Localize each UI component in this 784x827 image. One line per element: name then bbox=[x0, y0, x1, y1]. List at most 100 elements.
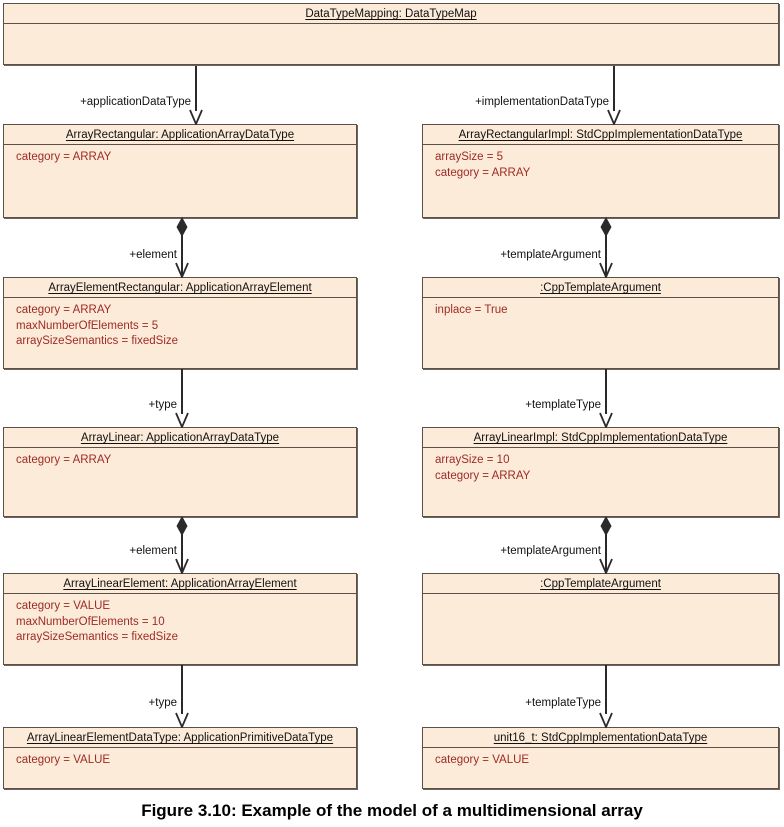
uml-object-cppTemplateArgument1: :CppTemplateArgument inplace = True bbox=[422, 277, 779, 369]
uml-object-title-text: ArrayRectangular: ApplicationArrayDataTy… bbox=[65, 129, 295, 141]
uml-object-title-text: ArrayLinearImpl: StdCppImplementationDat… bbox=[473, 432, 728, 444]
arrow-head-icon bbox=[598, 412, 614, 430]
arrow-head-icon bbox=[174, 712, 190, 730]
arrow-head-icon bbox=[598, 712, 614, 730]
connector-label-e6: +templateType bbox=[525, 399, 601, 411]
connector-label-e3: +element bbox=[129, 249, 177, 261]
uml-object-title: unit16_t: StdCppImplementationDataType bbox=[423, 728, 778, 747]
composition-diamond-icon bbox=[176, 217, 189, 237]
uml-compartment-separator bbox=[4, 297, 356, 298]
uml-object-title-text: unit16_t: StdCppImplementationDataType bbox=[493, 732, 708, 744]
uml-compartment-separator bbox=[4, 144, 356, 145]
uml-object-title: ArrayLinearElement: ApplicationArrayElem… bbox=[4, 574, 356, 593]
uml-attribute: arraySize = 5 bbox=[435, 151, 504, 163]
uml-attribute-compartment: category = ARRAY maxNumberOfElements = 5 a… bbox=[4, 298, 356, 350]
uml-attribute-compartment: category = VALUE bbox=[423, 748, 778, 769]
uml-attribute-compartment: arraySize = 5 category = ARRAY bbox=[423, 145, 778, 181]
connector-label-e8: +templateArgument bbox=[500, 545, 601, 557]
connector-label-e9: +type bbox=[148, 697, 177, 709]
uml-attribute-compartment: arraySize = 10 category = ARRAY bbox=[423, 448, 778, 484]
connector-label-e10: +templateType bbox=[525, 697, 601, 709]
uml-attribute: category = VALUE bbox=[16, 754, 111, 766]
uml-attribute: category = ARRAY bbox=[16, 151, 112, 163]
arrow-head-icon bbox=[606, 109, 622, 127]
uml-compartment-separator bbox=[4, 593, 356, 594]
uml-compartment-separator bbox=[423, 747, 778, 748]
arrow-head-icon bbox=[598, 558, 614, 576]
connector-line-e1 bbox=[195, 66, 197, 111]
connector-line-e7 bbox=[181, 534, 183, 573]
uml-object-title: ArrayRectangularImpl: StdCppImplementati… bbox=[423, 125, 778, 144]
uml-object-title: ArrayLinearElementDataType: ApplicationP… bbox=[4, 728, 356, 747]
uml-object-title-text: ArrayRectangularImpl: StdCppImplementati… bbox=[458, 129, 743, 141]
uml-attribute: category = VALUE bbox=[435, 754, 530, 766]
connector-label-e7: +element bbox=[129, 545, 177, 557]
uml-object-title: DataTypeMapping: DataTypeMap bbox=[4, 4, 778, 23]
uml-compartment-separator bbox=[423, 447, 778, 448]
connector-label-e1: +applicationDataType bbox=[80, 96, 191, 108]
connector-line-e4 bbox=[605, 235, 607, 277]
uml-object-arrayRectangular: ArrayRectangular: ApplicationArrayDataTy… bbox=[3, 124, 357, 218]
connector-line-e3 bbox=[181, 235, 183, 277]
connector-line-e10 bbox=[605, 665, 607, 714]
uml-object-title-text: ArrayElementRectangular: ApplicationArra… bbox=[48, 282, 312, 294]
uml-object-title: ArrayRectangular: ApplicationArrayDataTy… bbox=[4, 125, 356, 144]
connector-line-e5 bbox=[181, 369, 183, 414]
uml-object-unit16t: unit16_t: StdCppImplementationDataType ca… bbox=[422, 727, 779, 789]
arrow-head-icon bbox=[174, 558, 190, 576]
uml-object-title-text: DataTypeMapping: DataTypeMap bbox=[305, 8, 477, 20]
composition-diamond-icon bbox=[600, 516, 613, 536]
uml-attribute: arraySizeSemantics = fixedSize bbox=[16, 335, 179, 347]
uml-object-title: ArrayLinearImpl: StdCppImplementationDat… bbox=[423, 428, 778, 447]
uml-attribute: category = ARRAY bbox=[435, 469, 531, 482]
uml-compartment-separator bbox=[423, 593, 778, 594]
uml-object-title-text: ArrayLinear: ApplicationArrayDataType bbox=[80, 432, 280, 444]
uml-object-title-text: ArrayLinearElementDataType: ApplicationP… bbox=[26, 732, 334, 744]
uml-attribute: arraySize = 10 bbox=[435, 454, 510, 466]
connector-line-e2 bbox=[613, 66, 615, 111]
uml-attribute: category = ARRAY bbox=[16, 304, 112, 316]
composition-diamond-icon bbox=[176, 516, 189, 536]
uml-attribute: inplace = True bbox=[435, 304, 508, 316]
arrow-head-icon bbox=[598, 262, 614, 280]
uml-attribute-compartment: category = VALUE bbox=[4, 748, 356, 769]
uml-compartment-separator bbox=[4, 447, 356, 448]
uml-compartment-separator bbox=[423, 297, 778, 298]
uml-attribute: maxNumberOfElements = 5 bbox=[16, 319, 159, 332]
uml-compartment-separator bbox=[423, 144, 778, 145]
connector-line-e8 bbox=[605, 534, 607, 573]
uml-object-arrayLinearElement: ArrayLinearElement: ApplicationArrayElem… bbox=[3, 573, 357, 665]
connector-label-e5: +type bbox=[148, 399, 177, 411]
uml-object-title-text: :CppTemplateArgument bbox=[540, 282, 661, 294]
uml-object-arrayElementRectangular: ArrayElementRectangular: ApplicationArra… bbox=[3, 277, 357, 369]
uml-object-cppTemplateArgument2: :CppTemplateArgument bbox=[422, 573, 779, 665]
arrow-head-icon bbox=[174, 412, 190, 430]
uml-attribute: category = ARRAY bbox=[435, 166, 531, 179]
connector-line-e9 bbox=[181, 665, 183, 714]
connector-label-e2: +implementationDataType bbox=[475, 96, 609, 108]
uml-attribute-compartment: inplace = True bbox=[423, 298, 778, 319]
uml-object-title: ArrayLinear: ApplicationArrayDataType bbox=[4, 428, 356, 447]
arrow-head-icon bbox=[188, 109, 204, 127]
uml-attribute-compartment: category = ARRAY bbox=[4, 448, 356, 469]
uml-object-title-text: ArrayLinearElement: ApplicationArrayElem… bbox=[63, 578, 297, 590]
uml-object-title: :CppTemplateArgument bbox=[423, 574, 778, 593]
uml-attribute: maxNumberOfElements = 10 bbox=[16, 615, 165, 628]
figure-caption: Figure 3.10: Example of the model of a m… bbox=[141, 801, 643, 820]
uml-compartment-separator bbox=[4, 747, 356, 748]
uml-object-arrayLinearImpl: ArrayLinearImpl: StdCppImplementationDat… bbox=[422, 427, 779, 517]
uml-attribute-compartment: category = VALUE maxNumberOfElements = 10… bbox=[4, 594, 356, 646]
uml-object-arrayLinearElementDataType: ArrayLinearElementDataType: ApplicationP… bbox=[3, 727, 357, 789]
uml-attribute-compartment: category = ARRAY bbox=[4, 145, 356, 166]
composition-diamond-icon bbox=[600, 217, 613, 237]
uml-attribute: category = VALUE bbox=[16, 600, 111, 612]
connector-line-e6 bbox=[605, 369, 607, 414]
uml-object-title: ArrayElementRectangular: ApplicationArra… bbox=[4, 278, 356, 297]
arrow-head-icon bbox=[174, 262, 190, 280]
uml-object-title-text: :CppTemplateArgument bbox=[540, 578, 661, 590]
uml-attribute: category = ARRAY bbox=[16, 454, 112, 466]
uml-attribute: arraySizeSemantics = fixedSize bbox=[16, 631, 179, 643]
uml-object-arrayLinear: ArrayLinear: ApplicationArrayDataType cat… bbox=[3, 427, 357, 517]
uml-object-title: :CppTemplateArgument bbox=[423, 278, 778, 297]
